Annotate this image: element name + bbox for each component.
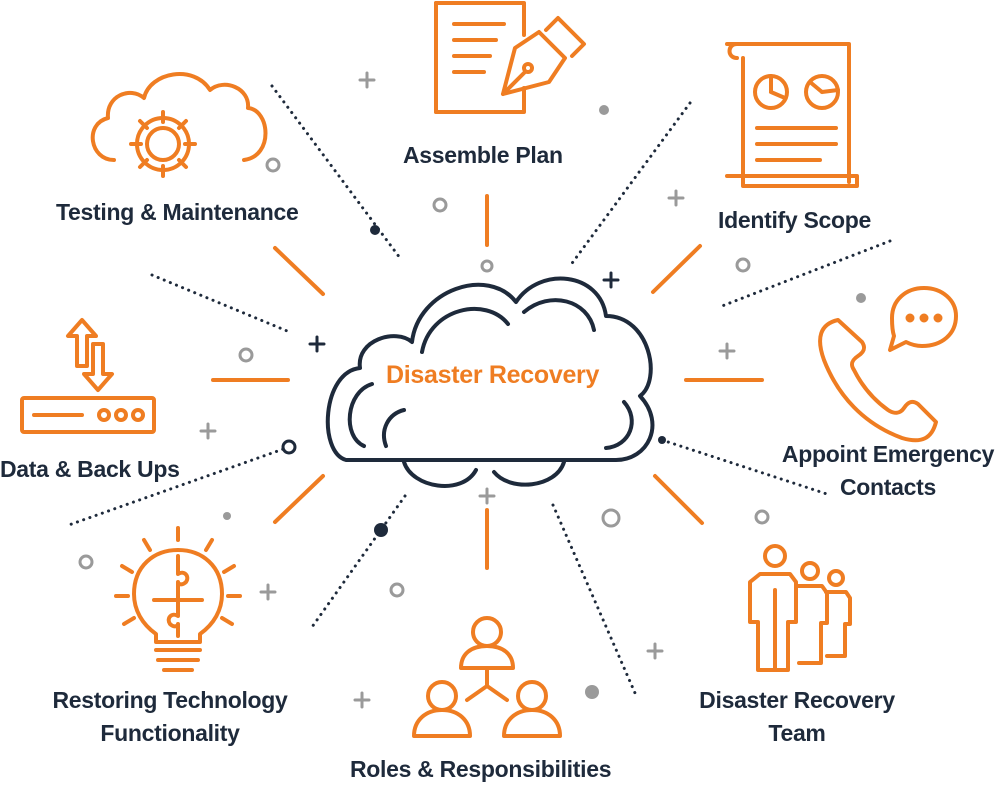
label-restoring-line1: Restoring Technology <box>52 687 288 713</box>
server-transfer-icon <box>20 318 156 434</box>
connector-lines <box>211 194 764 570</box>
label-roles: Roles & Responsibilities <box>350 756 612 782</box>
label-dr-team: Disaster Recovery Team <box>690 684 904 750</box>
label-appoint-contacts-line1: Appoint Emergency <box>781 441 995 467</box>
center-cloud-icon <box>325 276 655 488</box>
lightbulb-puzzle-icon <box>114 526 242 672</box>
phone-chat-icon <box>818 286 958 443</box>
label-restoring: Restoring Technology Functionality <box>40 684 300 750</box>
cloud-gear-icon <box>90 72 268 178</box>
label-dr-team-line1: Disaster Recovery <box>699 687 895 713</box>
decorative-markers <box>78 71 866 709</box>
org-people-icon <box>412 616 562 738</box>
label-data-backups: Data & Back Ups <box>0 456 180 482</box>
label-appoint-contacts-line2: Contacts <box>839 474 936 500</box>
team-people-icon <box>748 544 852 672</box>
label-identify-scope: Identify Scope <box>718 207 871 233</box>
label-assemble-plan: Assemble Plan <box>403 142 563 168</box>
report-charts-icon <box>725 42 859 188</box>
document-pen-icon <box>434 1 586 114</box>
center-label: Disaster Recovery <box>386 361 600 389</box>
label-appoint-contacts: Appoint Emergency Contacts <box>778 438 998 504</box>
label-restoring-line2: Functionality <box>100 720 240 746</box>
label-dr-team-line2: Team <box>768 720 826 746</box>
label-testing: Testing & Maintenance <box>56 199 299 225</box>
